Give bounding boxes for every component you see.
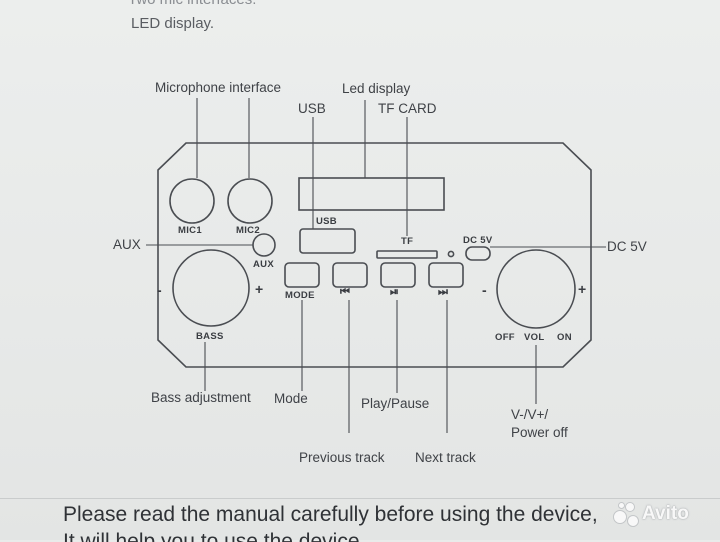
panel-usb: USB [316,216,337,227]
prev-track-icon: ⏮ [340,286,350,298]
prev-button-shape [332,262,368,288]
panel-mic1: MIC1 [178,225,202,236]
bass-knob [172,249,250,327]
panel-outline [157,142,592,368]
panel-off: OFF [495,332,515,343]
dc-5v-jack [465,246,491,261]
aux-jack [252,233,276,257]
bass-plus: + [255,281,264,297]
mic1-jack [169,178,215,224]
label-previous-track: Previous track [299,450,385,465]
header-cut-line: Two mic interfaces. [128,0,256,8]
led-display-window [298,177,445,211]
label-tf-card: TF CARD [378,101,437,116]
mic2-jack [227,178,273,224]
bass-minus: - [157,282,162,298]
label-aux: AUX [113,237,141,252]
header-line: LED display. [131,15,215,32]
panel-on: ON [557,332,572,343]
label-power-off: Power off [511,425,568,440]
label-dc-5v: DC 5V [607,239,647,254]
footer-line-2: It will help you to use the device [63,530,360,542]
avito-watermark: Avito [612,498,712,530]
tf-slot [376,250,438,259]
mode-button-shape [284,262,320,288]
footer-line-1: Please read the manual carefully before … [63,503,598,526]
avito-watermark-text: Avito [642,503,689,524]
label-bass-adjustment: Bass adjustment [151,390,251,405]
panel-tf: TF [401,236,414,247]
label-led-display: Led display [342,81,411,96]
label-next-track: Next track [415,450,476,465]
next-button-shape [428,262,464,288]
indicator-led [447,250,455,258]
panel-bass: BASS [196,331,224,342]
panel-mic2: MIC2 [236,225,260,236]
panel-vol: VOL [524,332,545,343]
panel-dc5v: DC 5V [463,235,493,246]
play-pause-icon: ⏯ [390,286,399,298]
page-rule [0,498,720,499]
volume-plus: + [578,281,587,297]
next-track-icon: ⏭ [438,286,448,298]
volume-knob [496,249,576,329]
label-microphone-interface: Microphone interface [155,80,282,95]
label-usb: USB [298,101,326,116]
label-volume: V-/V+/ [511,407,549,422]
label-mode: Mode [274,391,308,406]
panel-mode: MODE [285,290,315,301]
panel-aux: AUX [253,259,274,270]
label-play-pause: Play/Pause [361,396,430,411]
volume-minus: - [482,282,487,298]
avito-logo-icon [612,501,639,527]
play-button-shape [380,262,416,288]
usb-port [299,228,356,254]
